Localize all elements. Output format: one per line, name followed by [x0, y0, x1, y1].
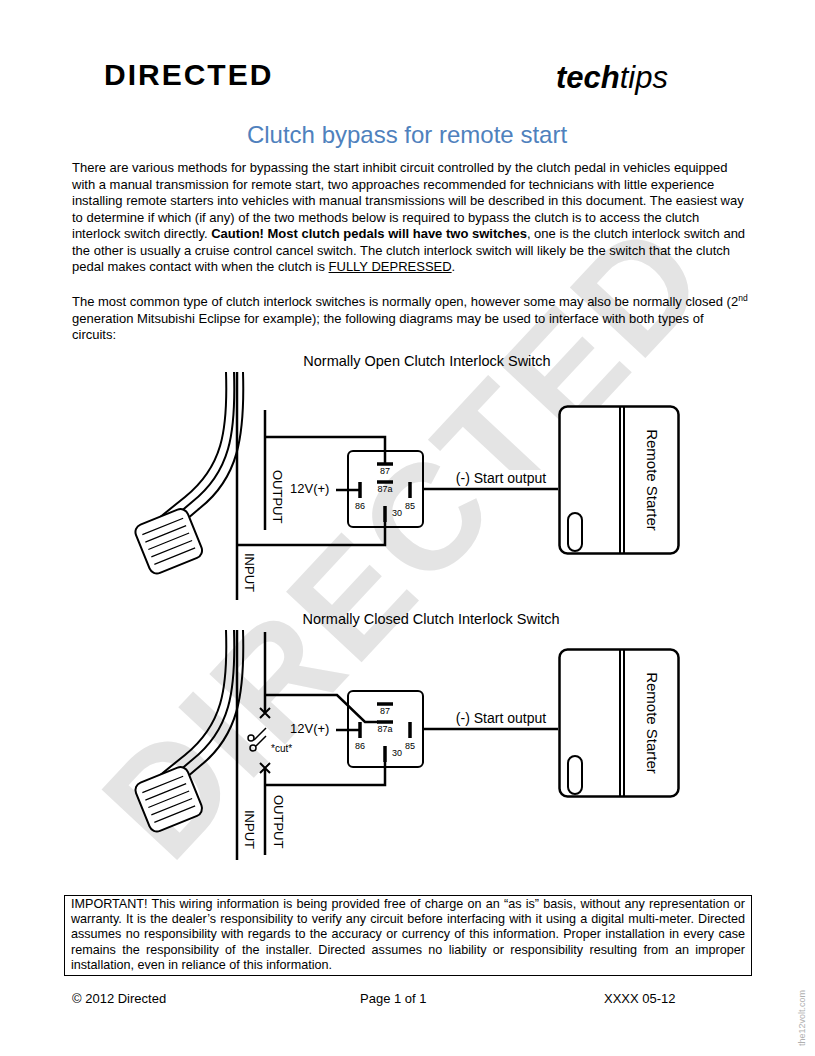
diagram-title: Normally Closed Clutch Interlock Switch — [302, 611, 559, 628]
paragraph-text: nd — [738, 293, 747, 303]
paragraph-text: . — [452, 259, 456, 274]
unit-label: Remote Starter — [644, 429, 661, 531]
pin-number: 86 — [355, 502, 365, 511]
relay-contacts — [360, 464, 410, 522]
wires — [237, 630, 385, 860]
wires — [237, 372, 385, 600]
pin-number: 87 — [380, 707, 390, 716]
wire-label: (-) Start output — [454, 710, 548, 726]
relay-contacts — [360, 704, 410, 762]
pin-number: 30 — [392, 749, 402, 758]
relay-box: 87 87a 86 8530 — [347, 450, 424, 528]
connector-slot — [568, 513, 582, 551]
disclaimer-box: IMPORTANT! This wiring information is be… — [64, 895, 752, 976]
wire-label: OUTPUT — [270, 795, 285, 848]
diagram-title: Normally Open Clutch Interlock Switch — [303, 353, 550, 370]
remote-starter-outline — [558, 648, 680, 798]
paragraph-text: FULLY DEPRESSED — [329, 259, 452, 274]
cut-note: *cut* — [271, 743, 292, 755]
housing — [560, 407, 679, 554]
pin-number: 85 — [405, 502, 415, 511]
source-watermark: the12volt.com — [797, 990, 807, 1046]
wire-label: (-) Start output — [454, 470, 548, 486]
power-label: 12V(+) — [290, 482, 329, 497]
housing-seam — [620, 407, 624, 553]
footer-page: Page 1 of 1 — [360, 992, 427, 1007]
housing-seam — [620, 650, 624, 796]
pin-number: 85 — [405, 742, 415, 751]
unit-label: Remote Starter — [644, 672, 661, 774]
remote-starter-box: Remote Starter — [558, 405, 680, 555]
pin-number: 86 — [355, 742, 365, 751]
brand-logo: DIRECTED — [104, 58, 273, 93]
paragraph-text: The most common type of clutch interlock… — [72, 294, 738, 309]
clutch-pedal — [133, 630, 243, 834]
signal-wire — [424, 488, 558, 491]
pin-number: 87a — [377, 725, 392, 734]
pin-number: 87a — [377, 485, 392, 494]
clutch-pedal — [133, 372, 243, 576]
remote-starter-outline — [558, 405, 680, 555]
relay-box: 87 87a 86 8530 — [347, 690, 424, 768]
remote-starter-box: Remote Starter — [558, 648, 680, 798]
disclaimer-text: IMPORTANT! This wiring information is be… — [71, 897, 745, 972]
footer-code: XXXX 05-12 — [604, 992, 676, 1007]
footer-copyright: © 2012 Directed — [72, 992, 166, 1007]
brand-tagline: tech — [556, 60, 620, 96]
wire-label: OUTPUT — [269, 470, 284, 523]
pin-number: 87 — [380, 467, 390, 476]
paragraph-text: Caution! Most clutch pedals will have tw… — [211, 226, 527, 241]
scissors-icon — [248, 728, 266, 751]
wire-label: INPUT — [241, 810, 256, 849]
connector-slot — [568, 756, 582, 794]
housing — [560, 650, 679, 797]
pin-number: 30 — [392, 509, 402, 518]
brand-tagline: tips — [620, 60, 668, 96]
power-label: 12V(+) — [290, 722, 329, 737]
signal-wire — [424, 728, 558, 731]
paragraph-text: generation Mitsubishi Eclipse for exampl… — [72, 311, 704, 343]
page-title: Clutch bypass for remote start — [247, 121, 567, 149]
body-paragraph: The most common type of clutch interlock… — [72, 294, 748, 344]
wire-label: INPUT — [241, 553, 256, 592]
body-paragraph: There are various methods for bypassing … — [72, 160, 748, 276]
